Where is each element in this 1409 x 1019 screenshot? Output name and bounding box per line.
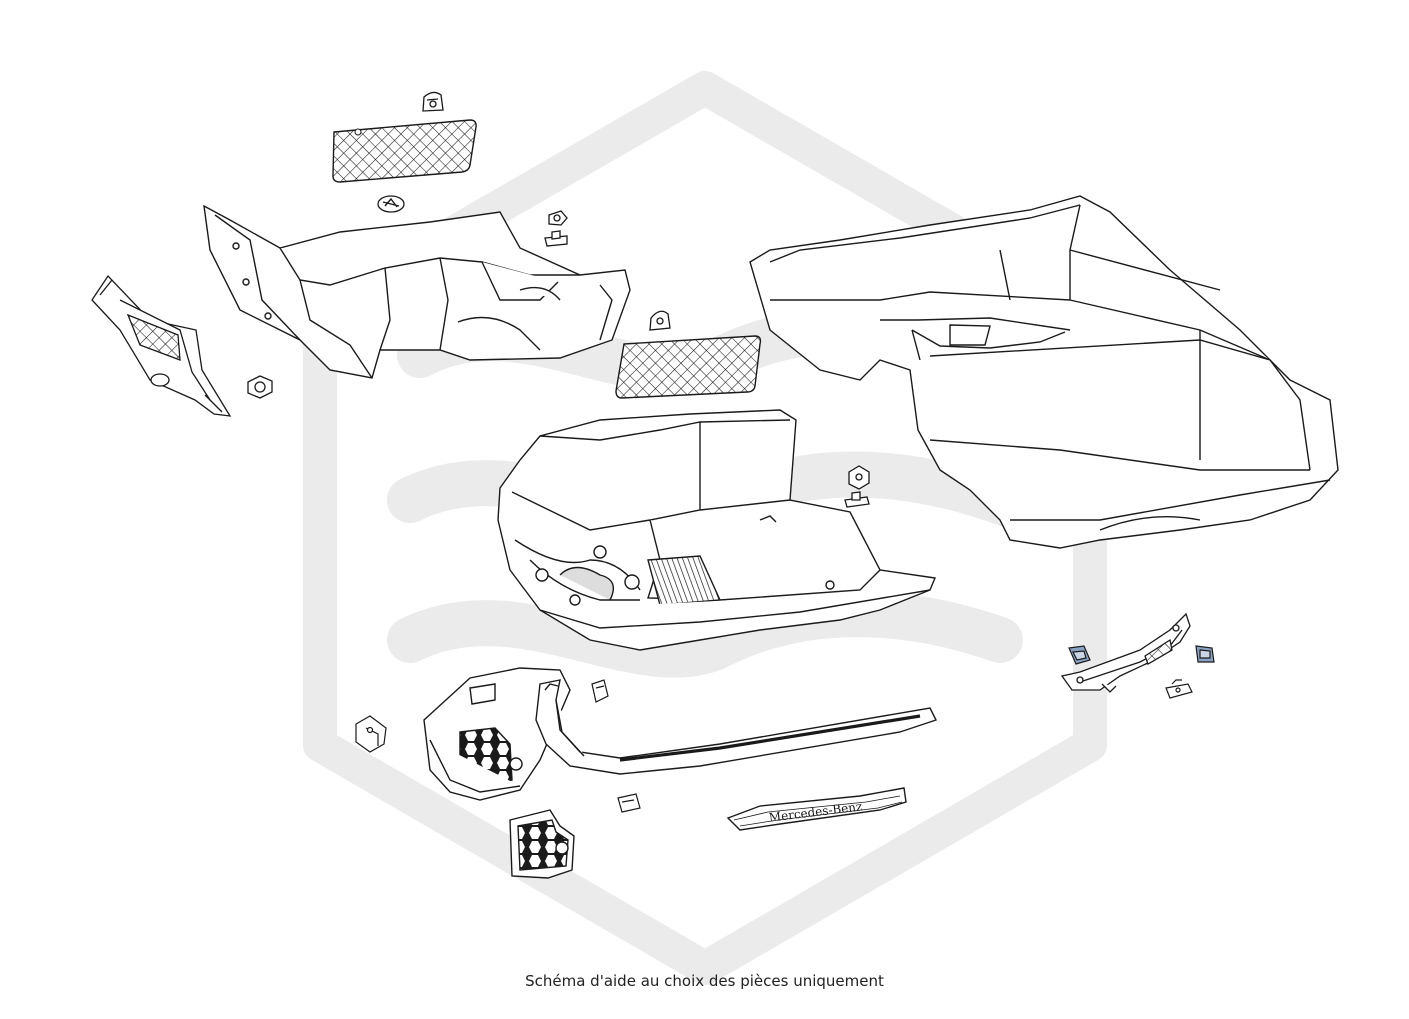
clip-sill-b[interactable] (618, 794, 640, 812)
clip-small-right[interactable] (1166, 680, 1192, 698)
mesh-panel-middle[interactable] (616, 336, 760, 398)
clip-blue-right[interactable] (1196, 646, 1214, 662)
side-bracket-left[interactable] (92, 276, 230, 416)
clip-middle[interactable] (650, 311, 670, 330)
carpet-middle-floor[interactable] (498, 410, 935, 650)
sill-panel-front-left[interactable] (424, 668, 570, 800)
nut-top[interactable] (545, 211, 567, 246)
nut-left[interactable] (248, 376, 272, 398)
clip-top[interactable] (423, 92, 443, 111)
carpet-front-left[interactable] (204, 206, 630, 378)
diagram-caption: Schéma d'aide au choix des pièces unique… (525, 972, 884, 990)
sill-strip-long[interactable] (536, 680, 936, 774)
badge-round[interactable] (378, 196, 404, 212)
grille-panel-hex[interactable] (510, 810, 574, 878)
mesh-panel-top[interactable] (333, 120, 476, 182)
sill-plate-branded[interactable]: Mercedes-Benz (728, 788, 906, 830)
clip-sill-a[interactable] (592, 680, 608, 702)
sill-trim-rear-right[interactable] (1062, 614, 1190, 692)
clip-blue-left[interactable] (1069, 646, 1090, 664)
nut-middle[interactable] (845, 466, 869, 507)
clip-small-left[interactable] (356, 716, 386, 752)
carpet-rear-right[interactable] (750, 196, 1338, 548)
